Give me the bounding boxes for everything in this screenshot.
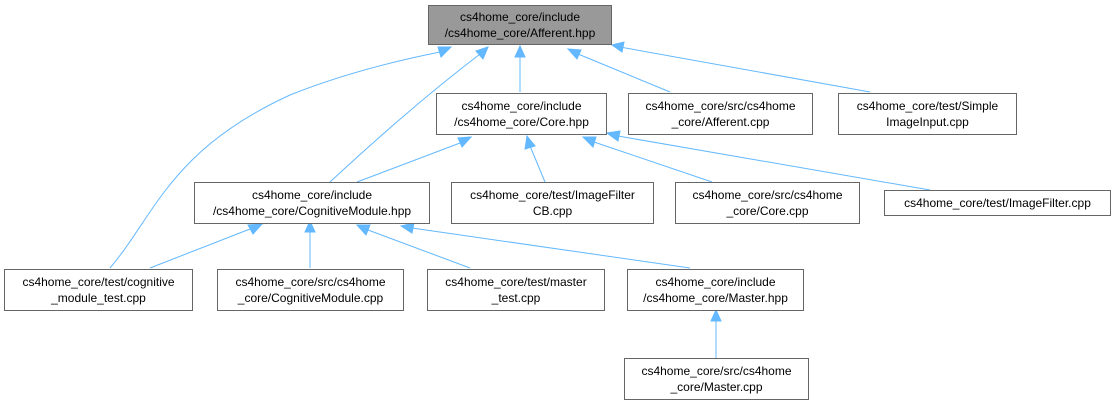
edge-simple-image-input-to-afferent-hpp xyxy=(619,46,871,93)
arrowhead-core-cpp-to-core xyxy=(581,136,597,148)
node-label-line2: _test.cpp xyxy=(491,291,541,305)
node-afferent-hpp-root[interactable]: cs4home_core/include /cs4home_core/Affer… xyxy=(428,5,612,45)
arrowhead-master-test-to-cm xyxy=(355,224,371,236)
node-master-test-cpp[interactable]: cs4home_core/test/master _test.cpp xyxy=(427,269,605,311)
node-master-hpp[interactable]: cs4home_core/include /cs4home_core/Maste… xyxy=(627,269,804,311)
edge-master-hpp-to-cognitive-module-hpp xyxy=(411,227,691,269)
edge-master-test-to-cognitive-module-hpp xyxy=(367,229,471,269)
arrowhead-core-hpp xyxy=(514,44,526,58)
node-label-line1: cs4home_core/include xyxy=(461,99,581,113)
arrowhead-master-hpp-to-cm xyxy=(399,222,415,234)
edge-cognitive-module-hpp-to-afferent-hpp xyxy=(329,53,481,183)
arrowhead-afferent-cpp xyxy=(566,48,582,60)
arrowhead-master-cpp-to-master-hpp xyxy=(710,308,722,322)
node-label-line1: cs4home_core/test/Simple xyxy=(857,99,999,113)
node-cognitive-module-hpp[interactable]: cs4home_core/include /cs4home_core/Cogni… xyxy=(194,182,430,224)
node-label-line1: cs4home_core/src/cs4home xyxy=(692,188,842,202)
arrowhead-cognitive-module-cpp-to-cm xyxy=(304,219,316,233)
node-label-line2: /cs4home_core/Afferent.hpp xyxy=(445,26,596,40)
edge-image-filter-cb-to-core-hpp xyxy=(529,145,546,183)
node-label-line1: cs4home_core/src/cs4home xyxy=(645,99,795,113)
node-label-line1: cs4home_core/src/cs4home xyxy=(641,364,791,378)
node-label-line1: cs4home_core/src/cs4home xyxy=(235,275,385,289)
edge-cognitive-module-test-to-afferent-hpp xyxy=(109,51,441,269)
node-label-line1: cs4home_core/test/cognitive xyxy=(22,275,174,289)
node-label-line2: ImageInput.cpp xyxy=(886,115,969,129)
node-label-line1: cs4home_core/include xyxy=(655,275,775,289)
node-label-line2: _core/Master.cpp xyxy=(669,380,762,394)
arrowhead-cognitive-module-to-core xyxy=(457,136,473,148)
edge-core-cpp-to-core-hpp xyxy=(593,141,713,183)
arrowhead-image-filter-cpp-to-core xyxy=(605,130,621,142)
node-label-line1: cs4home_core/test/master xyxy=(445,275,586,289)
node-label-line2: /cs4home_core/Master.hpp xyxy=(643,291,788,305)
node-label-line2: /cs4home_core/Core.hpp xyxy=(454,115,589,129)
node-afferent-cpp[interactable]: cs4home_core/src/cs4home _core/Afferent.… xyxy=(628,93,813,135)
edge-afferent-cpp-to-afferent-hpp xyxy=(577,53,671,93)
node-core-cpp[interactable]: cs4home_core/src/cs4home _core/Core.cpp xyxy=(675,182,860,224)
node-label-line1: cs4home_core/test/ImageFilter.cpp xyxy=(904,196,1091,210)
node-image-filter-cpp[interactable]: cs4home_core/test/ImageFilter.cpp xyxy=(884,190,1111,216)
arrowhead-cognitive-module-hpp xyxy=(475,46,489,60)
node-image-filter-cb-cpp[interactable]: cs4home_core/test/ImageFilter CB.cpp xyxy=(451,182,654,224)
arrowhead-cognitive-module-test xyxy=(437,46,453,58)
node-cognitive-module-cpp[interactable]: cs4home_core/src/cs4home _core/Cognitive… xyxy=(217,269,404,311)
node-label-line2: _core/Core.cpp xyxy=(725,204,808,218)
arrowhead-image-filter-cb-to-core xyxy=(524,134,536,150)
edge-cognitive-module-hpp-to-core-hpp xyxy=(356,142,461,183)
node-label-line2: CB.cpp xyxy=(533,204,573,218)
node-label-line2: /cs4home_core/CognitiveModule.hpp xyxy=(213,204,411,218)
node-label-line2: _module_test.cpp xyxy=(50,291,146,305)
node-label-line2: _core/Afferent.cpp xyxy=(671,115,770,129)
arrowhead-cognitive-module-test-to-cm xyxy=(247,223,264,235)
edge-image-filter-cpp-to-core-hpp xyxy=(617,135,931,191)
edge-cognitive-module-test-to-cognitive-module-hpp xyxy=(149,228,251,269)
node-label-line1: cs4home_core/test/ImageFilter xyxy=(470,188,635,202)
node-label-line1: cs4home_core/include xyxy=(252,188,372,202)
node-cognitive-module-test-cpp[interactable]: cs4home_core/test/cognitive _module_test… xyxy=(4,269,193,311)
node-label-line1: cs4home_core/include xyxy=(460,10,580,24)
node-label-line2: _core/CognitiveModule.cpp xyxy=(237,291,384,305)
arrowhead-simple-image-input xyxy=(610,41,625,53)
node-simple-image-input-cpp[interactable]: cs4home_core/test/Simple ImageInput.cpp xyxy=(838,93,1017,135)
node-master-cpp[interactable]: cs4home_core/src/cs4home _core/Master.cp… xyxy=(624,358,809,400)
node-core-hpp[interactable]: cs4home_core/include /cs4home_core/Core.… xyxy=(436,93,607,135)
